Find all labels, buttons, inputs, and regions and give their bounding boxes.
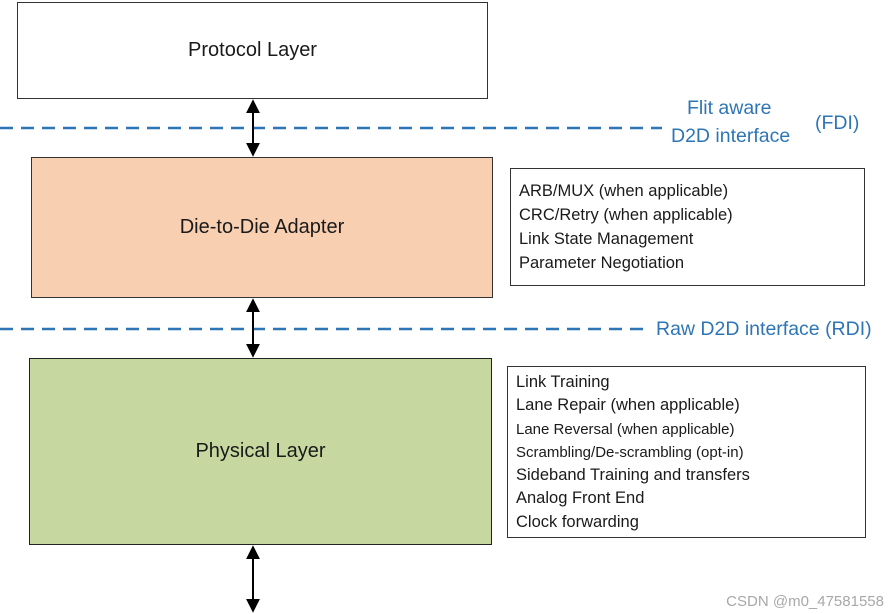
physical-layer-box: Physical Layer bbox=[29, 358, 492, 545]
fdi-label-line1: Flit aware bbox=[687, 97, 772, 119]
fdi-label-abbr: (FDI) bbox=[815, 112, 860, 134]
physical-feature: Link Training bbox=[516, 373, 610, 391]
physical-feature: Analog Front End bbox=[516, 489, 645, 508]
physical-features-box: Link Training Lane Repair (when applicab… bbox=[507, 366, 866, 538]
physical-layer-label: Physical Layer bbox=[195, 440, 326, 462]
fdi-label-line2: D2D interface bbox=[671, 125, 791, 147]
adapter-feature: Parameter Negotiation bbox=[519, 254, 685, 272]
csdn-watermark: CSDN @m0_47581558 bbox=[726, 593, 884, 610]
protocol-layer-label: Protocol Layer bbox=[188, 39, 317, 61]
adapter-feature: ARB/MUX (when applicable) bbox=[519, 182, 729, 200]
adapter-feature: CRC/Retry (when applicable) bbox=[519, 206, 733, 224]
physical-feature: Lane Repair (when applicable) bbox=[516, 396, 740, 415]
physical-feature: Scrambling/De-scrambling (opt-in) bbox=[516, 443, 744, 461]
rdi-label: Raw D2D interface (RDI) bbox=[656, 318, 872, 340]
physical-feature: Clock forwarding bbox=[516, 512, 639, 531]
adapter-features-box: ARB/MUX (when applicable) CRC/Retry (whe… bbox=[510, 168, 865, 286]
adapter-feature: Link State Management bbox=[519, 230, 694, 248]
die-to-die-adapter-box: Die-to-Die Adapter bbox=[31, 157, 493, 298]
protocol-layer-box: Protocol Layer bbox=[17, 2, 488, 99]
die-to-die-adapter-label: Die-to-Die Adapter bbox=[179, 216, 345, 238]
physical-feature: Sideband Training and transfers bbox=[516, 466, 750, 485]
physical-feature: Lane Reversal (when applicable) bbox=[516, 420, 735, 438]
